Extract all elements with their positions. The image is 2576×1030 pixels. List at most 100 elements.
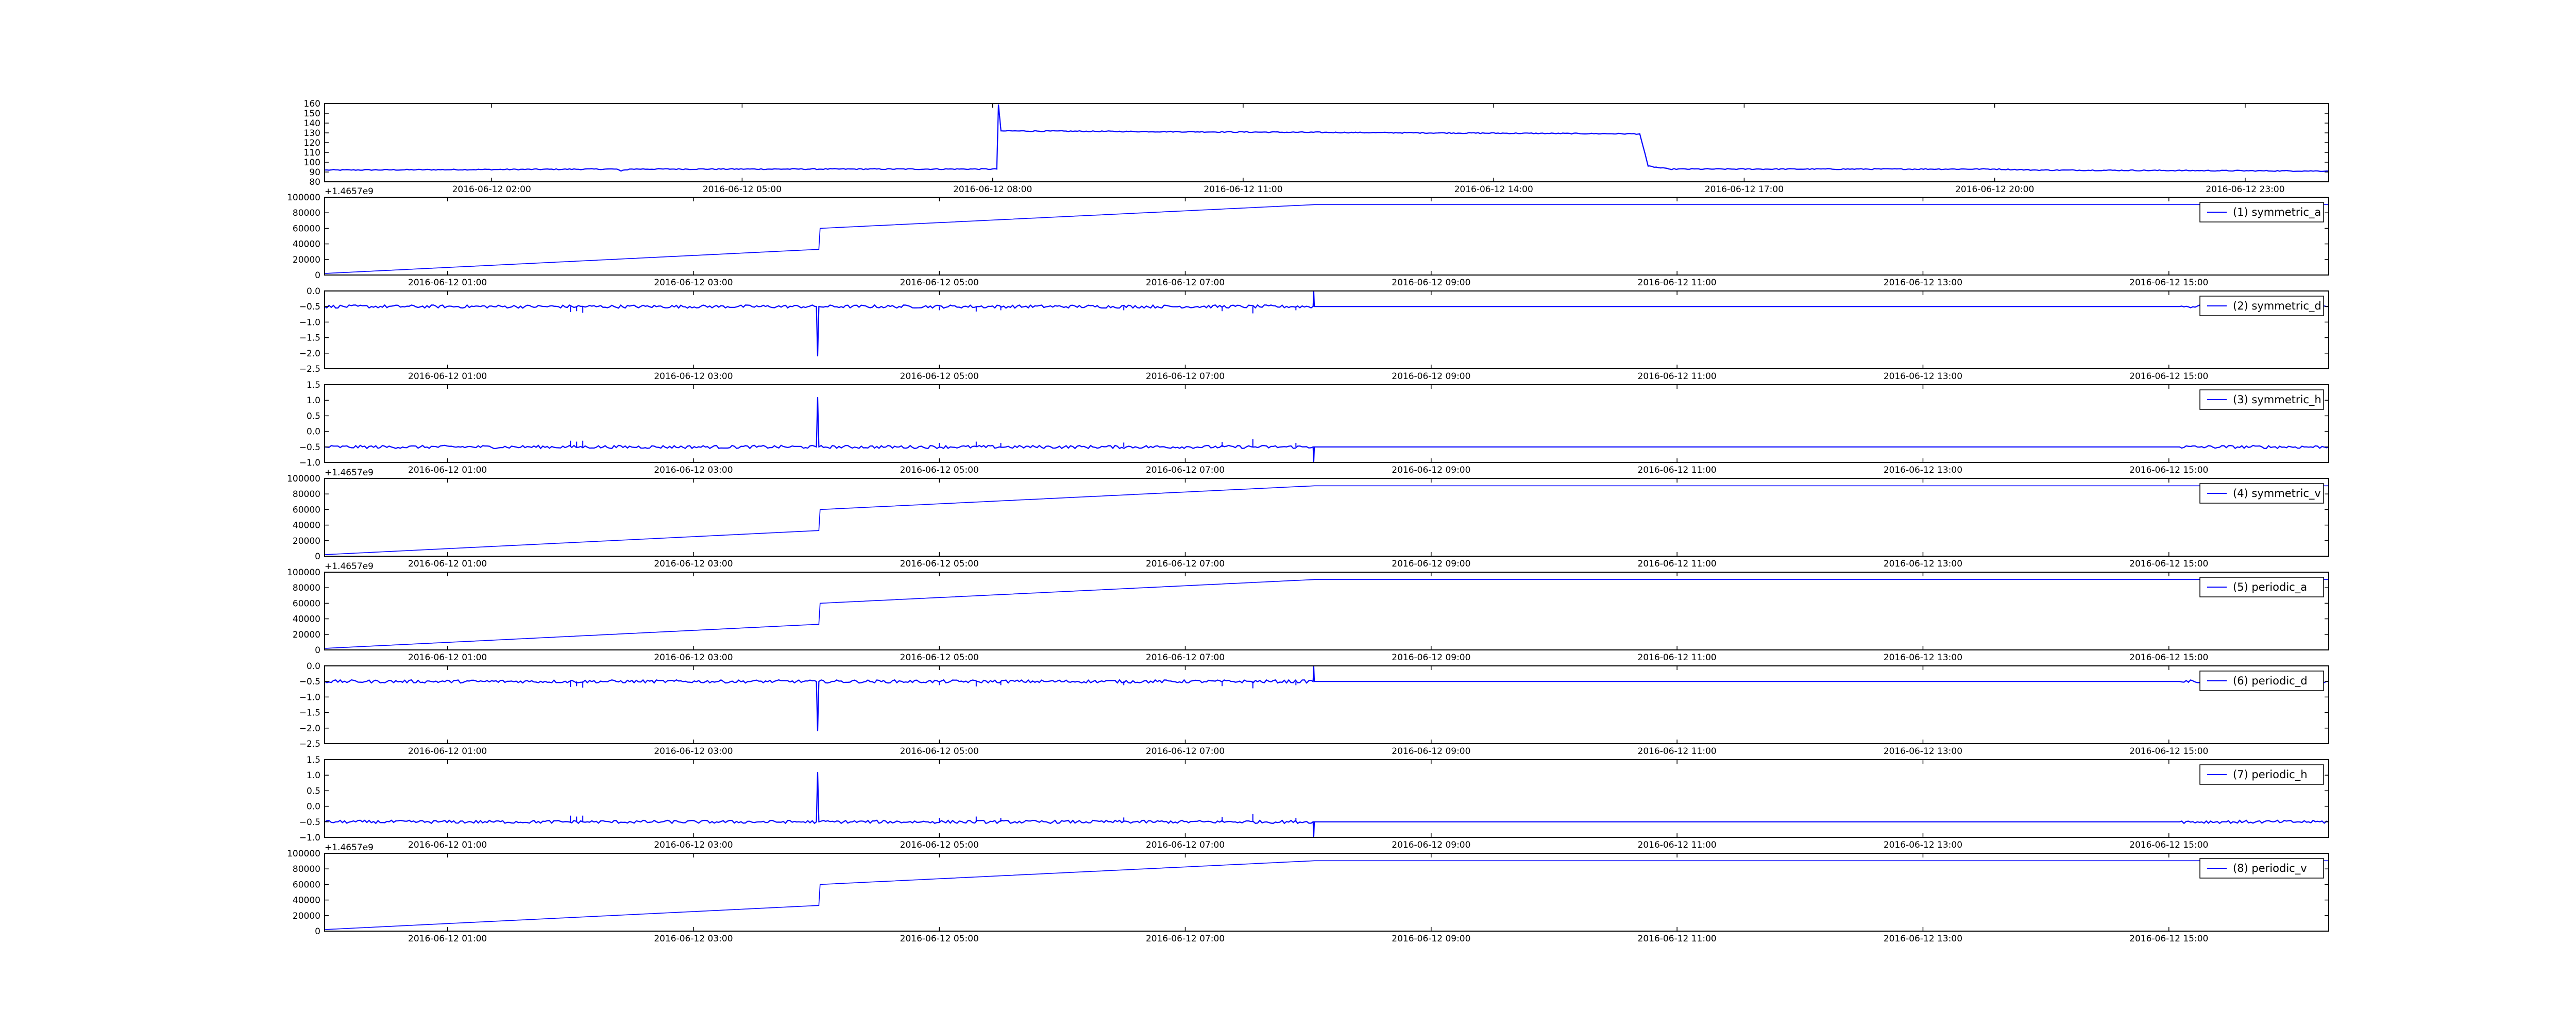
- axes-frame-6: [324, 572, 2329, 650]
- y-tick-label: 40000: [293, 521, 320, 531]
- axes-frame-3: [324, 290, 2329, 369]
- x-tick-label: 2016-06-12 13:00: [1884, 934, 1962, 944]
- y-tick-label: 0: [315, 926, 320, 937]
- axes-frame-4: [324, 384, 2329, 463]
- x-tick-label: 2016-06-12 05:00: [900, 840, 979, 850]
- y-tick-label: 0.5: [307, 786, 320, 796]
- y-tick-label: 140: [304, 118, 320, 129]
- x-tick-label: 2016-06-12 09:00: [1392, 840, 1470, 850]
- y-tick-label: 40000: [293, 614, 320, 625]
- x-tick-label: 2016-06-12 01:00: [408, 371, 487, 382]
- x-tick-label: 2016-06-12 01:00: [408, 653, 487, 663]
- axes-frame-5: [324, 478, 2329, 557]
- y-tick-label: 80000: [293, 489, 320, 500]
- x-tick-label: 2016-06-12 01:00: [408, 465, 487, 475]
- series-line-7: [324, 665, 2329, 731]
- y-tick-label: 120: [304, 138, 320, 148]
- y-tick-label: 60000: [293, 505, 320, 515]
- x-tick-label: 2016-06-12 07:00: [1146, 371, 1225, 382]
- series-line-6: [324, 579, 2329, 649]
- series-line-3: [324, 290, 2329, 356]
- y-tick-label: 130: [304, 128, 320, 139]
- x-tick-label: 2016-06-12 07:00: [1146, 934, 1225, 944]
- x-tick-label: 2016-06-12 05:00: [703, 184, 782, 195]
- legend-label: (4) symmetric_v: [2233, 487, 2321, 500]
- x-tick-label: 2016-06-12 05:00: [900, 934, 979, 944]
- legend-label: (7) periodic_h: [2233, 768, 2308, 781]
- y-tick-label: 0.0: [307, 427, 320, 437]
- y-tick-label: −1.0: [299, 833, 320, 843]
- y-tick-label: 60000: [293, 224, 320, 234]
- x-tick-label: 2016-06-12 05:00: [900, 559, 979, 569]
- x-tick-label: 2016-06-12 07:00: [1146, 559, 1225, 569]
- x-tick-label: 2016-06-12 03:00: [654, 278, 733, 288]
- x-tick-label: 2016-06-12 07:00: [1146, 840, 1225, 850]
- series-line-5: [324, 485, 2329, 555]
- legend-label: (3) symmetric_h: [2233, 393, 2321, 406]
- y-tick-label: 1.0: [307, 770, 320, 781]
- x-tick-label: 2016-06-12 07:00: [1146, 746, 1225, 757]
- x-tick-label: 2016-06-12 03:00: [654, 653, 733, 663]
- y-tick-label: 90: [309, 167, 320, 178]
- x-tick-label: 2016-06-12 13:00: [1884, 746, 1962, 757]
- x-tick-label: 2016-06-12 11:00: [1204, 184, 1282, 195]
- y-tick-label: 20000: [293, 536, 320, 546]
- x-tick-label: 2016-06-12 17:00: [1705, 184, 1784, 195]
- x-tick-label: 2016-06-12 13:00: [1884, 371, 1962, 382]
- y-tick-label: 0: [315, 270, 320, 281]
- x-tick-label: 2016-06-12 13:00: [1884, 653, 1962, 663]
- y-tick-label: 0.0: [307, 661, 320, 672]
- x-tick-label: 2016-06-12 01:00: [408, 746, 487, 757]
- x-tick-label: 2016-06-12 11:00: [1638, 465, 1717, 475]
- x-tick-label: 2016-06-12 15:00: [2129, 465, 2208, 475]
- series-line-8: [324, 772, 2329, 838]
- y-tick-label: 100000: [287, 849, 320, 859]
- y-tick-label: 40000: [293, 239, 320, 250]
- x-tick-label: 2016-06-12 03:00: [654, 934, 733, 944]
- x-tick-label: 2016-06-12 13:00: [1884, 559, 1962, 569]
- y-tick-label: −1.0: [299, 692, 320, 702]
- axes-frame-9: [324, 853, 2329, 932]
- y-tick-label: 0.5: [307, 411, 320, 421]
- offset-text: +1.4657e9: [325, 186, 374, 197]
- y-tick-label: 150: [304, 109, 320, 119]
- x-tick-label: 2016-06-12 20:00: [1955, 184, 2034, 195]
- y-tick-label: −2.5: [299, 364, 320, 374]
- x-tick-label: 2016-06-12 08:00: [953, 184, 1032, 195]
- y-tick-label: 80: [309, 177, 320, 187]
- x-tick-label: 2016-06-12 15:00: [2129, 840, 2208, 850]
- y-tick-label: 80000: [293, 208, 320, 218]
- y-tick-label: −1.5: [299, 333, 320, 344]
- offset-text: +1.4657e9: [325, 843, 374, 853]
- y-tick-label: 100000: [287, 568, 320, 578]
- y-tick-label: 80000: [293, 864, 320, 874]
- y-tick-label: 80000: [293, 583, 320, 593]
- y-tick-label: 1.0: [307, 396, 320, 406]
- x-tick-label: 2016-06-12 07:00: [1146, 653, 1225, 663]
- x-tick-label: 2016-06-12 09:00: [1392, 934, 1470, 944]
- y-tick-label: 100000: [287, 474, 320, 484]
- x-tick-label: 2016-06-12 07:00: [1146, 465, 1225, 475]
- y-tick-label: −0.5: [299, 302, 320, 312]
- x-tick-label: 2016-06-12 11:00: [1638, 371, 1717, 382]
- x-tick-label: 2016-06-12 03:00: [654, 465, 733, 475]
- axes-frame-2: [324, 197, 2329, 276]
- offset-text: +1.4657e9: [325, 468, 374, 478]
- x-tick-label: 2016-06-12 02:00: [452, 184, 531, 195]
- axes-frame-7: [324, 665, 2329, 744]
- y-tick-label: −2.5: [299, 739, 320, 749]
- x-tick-label: 2016-06-12 15:00: [2129, 278, 2208, 288]
- y-tick-label: −2.0: [299, 349, 320, 359]
- x-tick-label: 2016-06-12 09:00: [1392, 653, 1470, 663]
- y-tick-label: −1.5: [299, 708, 320, 718]
- x-tick-label: 2016-06-12 09:00: [1392, 371, 1470, 382]
- y-tick-label: −0.5: [299, 817, 320, 828]
- x-tick-label: 2016-06-12 03:00: [654, 840, 733, 850]
- axes-frame-8: [324, 759, 2329, 838]
- x-tick-label: 2016-06-12 05:00: [900, 465, 979, 475]
- x-tick-label: 2016-06-12 11:00: [1638, 559, 1717, 569]
- x-tick-label: 2016-06-12 01:00: [408, 934, 487, 944]
- y-tick-label: 0: [315, 645, 320, 656]
- y-tick-label: −1.0: [299, 458, 320, 468]
- y-tick-label: 100: [304, 158, 320, 168]
